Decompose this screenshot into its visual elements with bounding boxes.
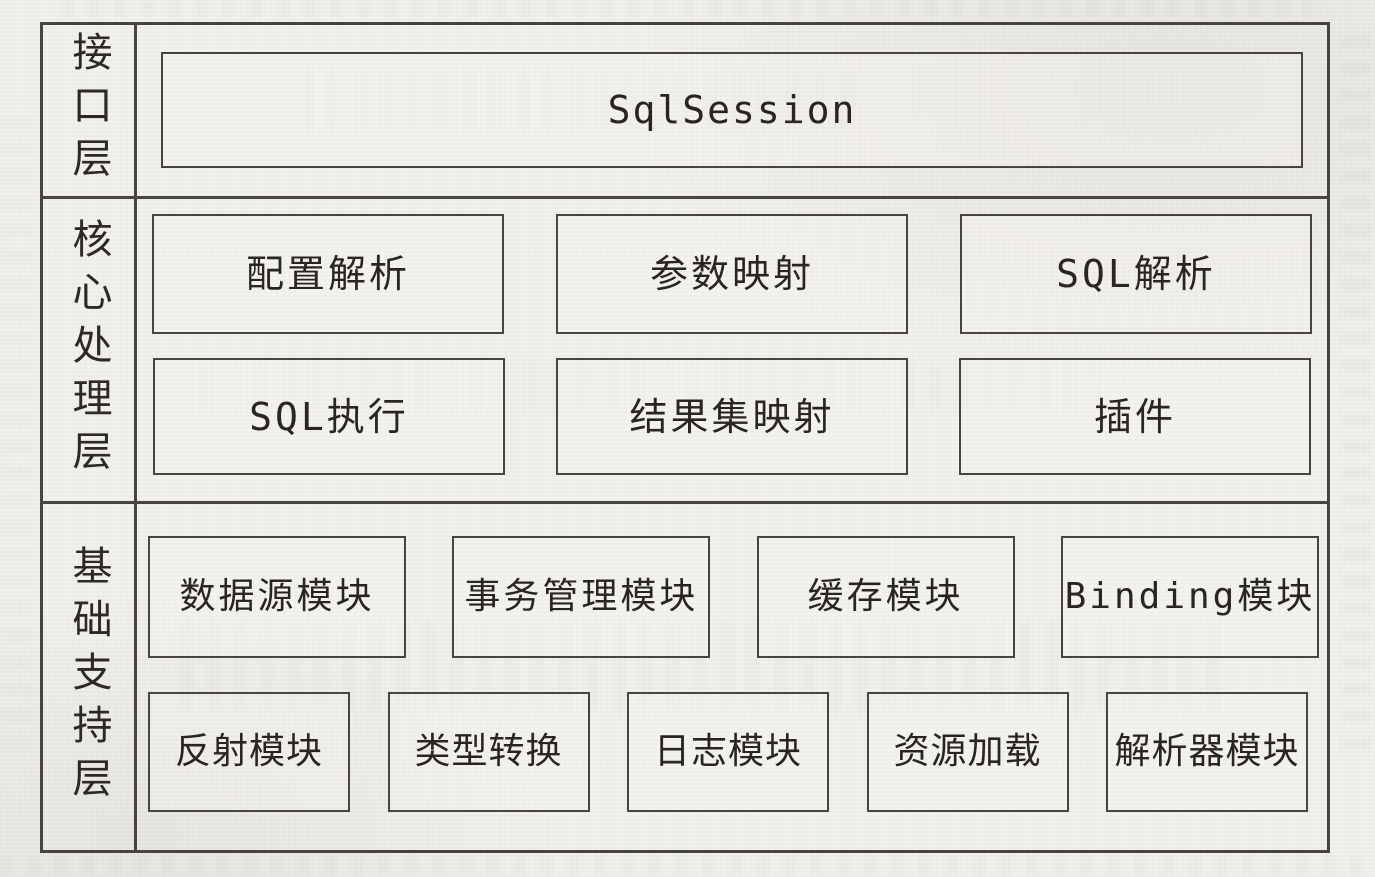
box-type-conversion: 类型转换: [387, 692, 590, 812]
box-binding-module: Binding模块: [1060, 536, 1319, 658]
box-resource-loading: 资源加载: [866, 692, 1069, 812]
box-datasource-module: 数据源模块: [148, 536, 406, 658]
core-row-1: 配置解析 参数映射 SQL解析: [137, 214, 1327, 334]
box-sql-parsing: SQL解析: [960, 214, 1312, 334]
box-plugin: 插件: [959, 358, 1311, 475]
layer-label-base-support: 基础支持层: [66, 544, 112, 810]
core-row-2: SQL执行 结果集映射 插件: [137, 358, 1327, 475]
layer-label-cell-interface: 接口层: [43, 25, 137, 196]
bleed-through-artifact: [0, 100, 34, 750]
box-cache-module: 缓存模块: [756, 536, 1015, 658]
layer-content-base: 数据源模块 事务管理模块 缓存模块 Binding模块 反射模块 类型转换 日志…: [137, 504, 1327, 850]
box-parser-module: 解析器模块: [1106, 692, 1308, 812]
bleed-through-artifact: [60, 0, 1310, 16]
box-transaction-management-module: 事务管理模块: [452, 536, 711, 658]
layer-label-cell-core: 核心处理层: [43, 199, 137, 501]
box-sqlsession: SqlSession: [161, 52, 1303, 168]
bleed-through-artifact: [1340, 30, 1372, 750]
layer-interface: 接口层 SqlSession: [43, 25, 1327, 196]
box-reflection-module: 反射模块: [148, 692, 350, 812]
box-resultset-mapping: 结果集映射: [556, 358, 908, 475]
box-config-parsing: 配置解析: [152, 214, 504, 334]
layer-content-core: 配置解析 参数映射 SQL解析 SQL执行 结果集映射 插件: [137, 199, 1327, 501]
layer-label-interface: 接口层: [66, 31, 112, 190]
base-row-2: 反射模块 类型转换 日志模块 资源加载 解析器模块: [137, 692, 1327, 812]
layer-core-processing: 核心处理层 配置解析 参数映射 SQL解析 SQL执行 结果集映射 插件: [43, 196, 1327, 501]
box-parameter-mapping: 参数映射: [556, 214, 908, 334]
layer-base-support: 基础支持层 数据源模块 事务管理模块 缓存模块 Binding模块 反射模块 类…: [43, 501, 1327, 850]
layer-label-core-processing: 核心处理层: [66, 217, 112, 483]
layer-label-cell-base: 基础支持层: [43, 504, 137, 850]
architecture-diagram-frame: 接口层 SqlSession 核心处理层 配置解析 参数映射 SQL解析 SQL…: [40, 22, 1330, 853]
layer-content-interface: SqlSession: [137, 25, 1327, 196]
base-row-1: 数据源模块 事务管理模块 缓存模块 Binding模块: [137, 536, 1327, 658]
box-sql-execution: SQL执行: [153, 358, 505, 475]
box-logging-module: 日志模块: [627, 692, 829, 812]
bleed-through-artifact: [0, 856, 1370, 874]
